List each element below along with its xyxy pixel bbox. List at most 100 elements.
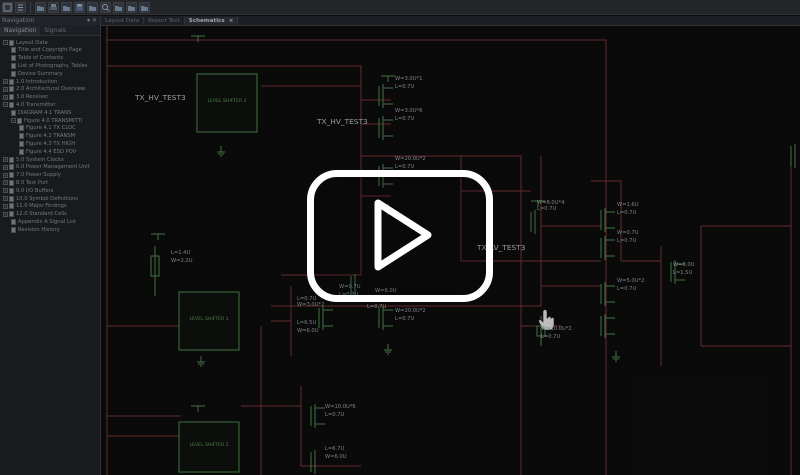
expand-icon[interactable]: + bbox=[3, 211, 8, 217]
tree-item[interactable]: +5.0 System Clocks bbox=[3, 156, 64, 163]
device-parameter-label: L=0.7U bbox=[617, 286, 636, 292]
tree-item[interactable]: Device Summary bbox=[11, 70, 62, 77]
expand-icon[interactable]: + bbox=[3, 180, 8, 186]
cell-label: LEVEL SHIFTER 2 bbox=[189, 442, 228, 448]
collapse-icon[interactable]: − bbox=[11, 118, 16, 123]
tree-item[interactable]: − Layout Data bbox=[3, 39, 48, 46]
tree-item[interactable]: +7.0 Power Supply bbox=[3, 172, 61, 179]
tree-item-label: 1.0 Introduction bbox=[16, 78, 58, 85]
document-tabs: Layout Data Report Text Schematics × bbox=[101, 16, 800, 26]
tree-item[interactable]: List of Photographs, Tables bbox=[11, 62, 87, 69]
expand-icon[interactable]: + bbox=[3, 188, 8, 194]
expand-icon[interactable]: + bbox=[3, 79, 8, 84]
expand-icon[interactable]: + bbox=[3, 86, 8, 92]
tree-item[interactable]: +8.0 Test Port bbox=[3, 179, 48, 186]
find-icon[interactable] bbox=[100, 1, 111, 13]
tree-item[interactable]: Table of Contents bbox=[11, 55, 63, 62]
device-parameter-label: L=0.7U bbox=[537, 206, 556, 212]
expand-icon[interactable]: + bbox=[3, 196, 8, 201]
tree-item-label: 9.0 I/O Buffers bbox=[16, 187, 54, 194]
tree-item-label: List of Photographs, Tables bbox=[18, 62, 88, 69]
tree-item[interactable]: −4.0 Transmitter bbox=[3, 101, 56, 108]
expand-icon[interactable]: + bbox=[3, 157, 8, 162]
tree-item-label: Figure 4.3 TX HIGH bbox=[26, 140, 76, 147]
tree-item[interactable]: Figure 4.4 ESD POV bbox=[19, 148, 76, 155]
tree-item-label: 2.0 Architectural Overview bbox=[16, 86, 86, 93]
device-parameter-label: L=0.7U bbox=[395, 84, 414, 90]
tree-item[interactable]: Appendix A Signal List bbox=[11, 218, 76, 225]
layout-icon[interactable] bbox=[2, 1, 13, 13]
help-icon[interactable] bbox=[139, 1, 150, 13]
tree-item-label: Revision History bbox=[18, 226, 60, 233]
settings-icon[interactable] bbox=[126, 1, 137, 13]
device-parameter-label: W=1.6U bbox=[617, 202, 639, 208]
tree-item[interactable]: +10.0 Symbol Definitions bbox=[3, 195, 78, 202]
tree-item[interactable]: Figure 4.1 TX CLOC bbox=[19, 125, 76, 132]
tree-item-label: 11.0 Major Findings bbox=[16, 203, 67, 210]
tree-item[interactable]: +11.0 Major Findings bbox=[3, 203, 67, 210]
net-label: TX_HV_TEST3 bbox=[316, 117, 368, 126]
cell-label: LEVEL SHIFTER 2 bbox=[207, 98, 246, 104]
tree-item-label: Layout Data bbox=[16, 39, 48, 46]
expand-icon[interactable]: + bbox=[3, 164, 8, 170]
expand-icon[interactable]: + bbox=[3, 172, 8, 178]
tab-signals[interactable]: Signals bbox=[44, 27, 66, 34]
tree-item-label: DIAGRAM 4.1 TRANS bbox=[18, 109, 72, 116]
device-parameter-label: L=0.7U bbox=[367, 304, 386, 310]
tree-item[interactable]: +2.0 Architectural Overview bbox=[3, 86, 85, 93]
tree-item-label: Figure 4.1 TX CLOC bbox=[26, 125, 76, 132]
navigation-panel-header: Navigation ▾ × bbox=[0, 16, 100, 25]
tree-item[interactable]: +1.0 Introduction bbox=[3, 78, 57, 85]
tree-item-label: 7.0 Power Supply bbox=[16, 172, 61, 179]
close-icon[interactable]: × bbox=[228, 18, 234, 24]
play-button[interactable] bbox=[307, 170, 493, 302]
tab-report-text[interactable]: Report Text bbox=[144, 17, 185, 25]
device-parameter-label: L=0.7U bbox=[541, 334, 560, 340]
print-icon[interactable] bbox=[48, 1, 59, 13]
tree-item[interactable]: Revision History bbox=[11, 226, 60, 233]
zoom-icon[interactable] bbox=[113, 1, 124, 13]
device-parameter-label: L=0.7U bbox=[395, 316, 414, 322]
page-icon bbox=[11, 109, 16, 116]
tree-item[interactable]: Title and Copyright Page bbox=[11, 47, 82, 54]
tab-schematics[interactable]: Schematics × bbox=[184, 17, 239, 25]
tree-item[interactable]: +12.0 Standard Cells bbox=[3, 211, 67, 218]
tree-item-label: Device Summary bbox=[18, 70, 63, 77]
copy-icon[interactable] bbox=[87, 1, 98, 13]
panel-close-icon[interactable]: × bbox=[91, 17, 97, 24]
panel-menu-icon[interactable]: ▾ bbox=[86, 17, 90, 24]
page-icon bbox=[17, 117, 22, 124]
net-label: TX_HV_TEST3 bbox=[134, 93, 186, 102]
tab-schematics-label: Schematics bbox=[188, 18, 225, 24]
collapse-icon[interactable]: − bbox=[3, 102, 8, 108]
device-parameter-label: L=0.7U bbox=[617, 210, 636, 216]
page-icon bbox=[9, 195, 14, 202]
tree-item[interactable]: −Figure 4.0 TRANSMITTI bbox=[11, 117, 82, 124]
tree-item[interactable]: Figure 4.3 TX HIGH bbox=[19, 140, 75, 147]
tab-navigation[interactable]: Navigation bbox=[0, 26, 41, 35]
collapse-icon[interactable]: − bbox=[3, 40, 8, 45]
tree-item[interactable]: +9.0 I/O Buffers bbox=[3, 187, 53, 194]
save-icon[interactable] bbox=[74, 1, 85, 13]
page-icon bbox=[9, 203, 14, 210]
export-icon[interactable] bbox=[61, 1, 72, 13]
device-parameter-label: W=6.0U bbox=[297, 328, 319, 334]
expand-icon[interactable]: + bbox=[3, 203, 8, 209]
tab-layout-data[interactable]: Layout Data bbox=[101, 17, 145, 25]
tree-item[interactable]: +6.0 Power Management Unit bbox=[3, 164, 90, 171]
tree-item[interactable]: DIAGRAM 4.1 TRANS bbox=[11, 109, 71, 116]
tree-item[interactable]: Figure 4.2 TRANSM bbox=[19, 133, 75, 140]
net-label: TX_LV_TEST3 bbox=[476, 243, 526, 252]
device-parameter-label: L=0.7U bbox=[617, 238, 636, 244]
open-icon[interactable] bbox=[35, 1, 46, 13]
list-icon[interactable] bbox=[15, 1, 26, 13]
page-icon bbox=[9, 86, 14, 93]
device-parameter-label: W=3.0U*2 bbox=[297, 302, 324, 308]
tree-item[interactable]: +3.0 Receiver bbox=[3, 94, 48, 101]
device-parameter-label: L=6.5U bbox=[297, 320, 316, 326]
page-icon bbox=[19, 125, 24, 132]
level-shifter-block bbox=[196, 73, 258, 133]
expand-icon[interactable]: + bbox=[3, 94, 8, 100]
